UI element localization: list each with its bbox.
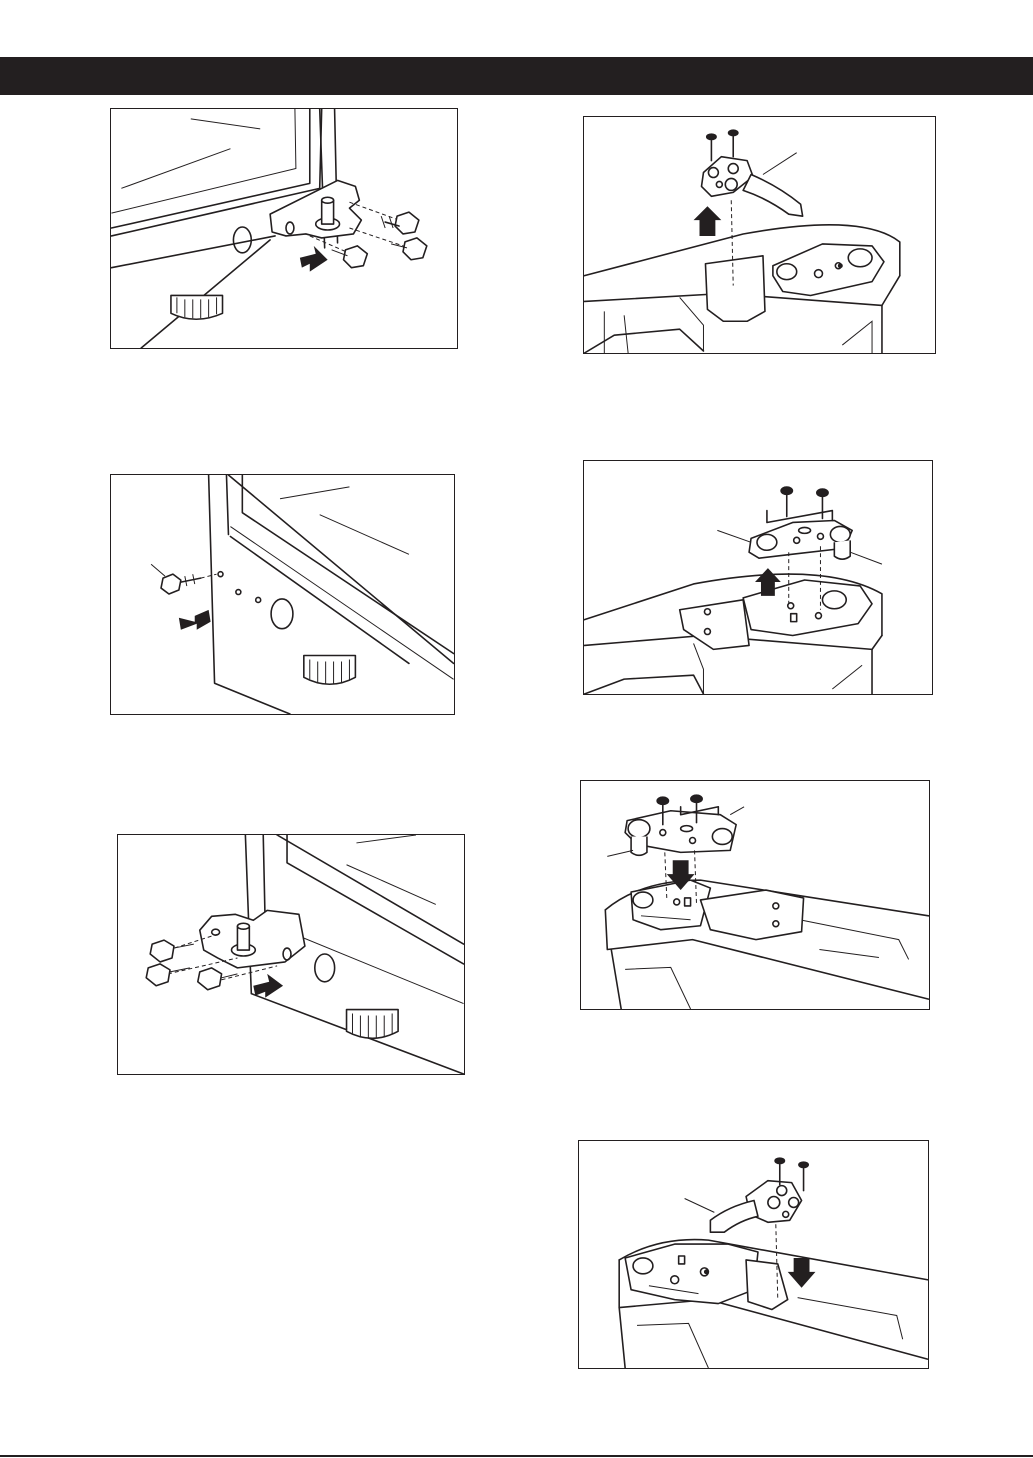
screw-icon xyxy=(332,246,368,268)
figure-lower-hinge-installation xyxy=(117,834,465,1075)
screw-icon xyxy=(799,1162,809,1191)
screw-icon xyxy=(728,130,738,157)
section-header-bar xyxy=(0,57,1033,95)
arrow-down-icon xyxy=(788,1258,816,1288)
top-hinge-plate-removal-illustration xyxy=(584,461,932,694)
screw-icon xyxy=(198,968,238,990)
screw-icon xyxy=(381,212,419,234)
figure-hinge-plate-installation xyxy=(580,780,930,1010)
screw-icon xyxy=(781,487,793,517)
figure-hinge-plate-removal xyxy=(583,460,933,695)
screw-icon xyxy=(150,940,194,962)
screw-icon xyxy=(391,238,427,260)
lower-hinge-removal-illustration xyxy=(111,109,457,348)
screw-icon xyxy=(816,489,828,519)
hinge-plate-installation-illustration xyxy=(581,781,929,1009)
arrow-up-icon xyxy=(694,206,722,236)
screw-icon xyxy=(706,134,716,161)
figure-lower-hinge-removal xyxy=(110,108,458,349)
figure-top-hinge-removal xyxy=(583,116,936,354)
hinge-hole-screw-removal-illustration xyxy=(111,475,454,714)
screw-icon xyxy=(146,964,190,986)
figure-hinge-screw-removal xyxy=(110,474,455,715)
footer-rule xyxy=(0,1455,1033,1457)
top-hinge-installation-illustration xyxy=(579,1141,928,1368)
arrow-left-icon xyxy=(179,610,211,630)
figure-top-hinge-installation xyxy=(578,1140,929,1369)
arrow-right-icon xyxy=(300,246,328,272)
arrow-right-icon xyxy=(253,974,283,998)
lower-hinge-installation-illustration xyxy=(118,835,464,1074)
top-hinge-removal-illustration xyxy=(584,117,935,353)
screw-icon xyxy=(161,574,201,594)
